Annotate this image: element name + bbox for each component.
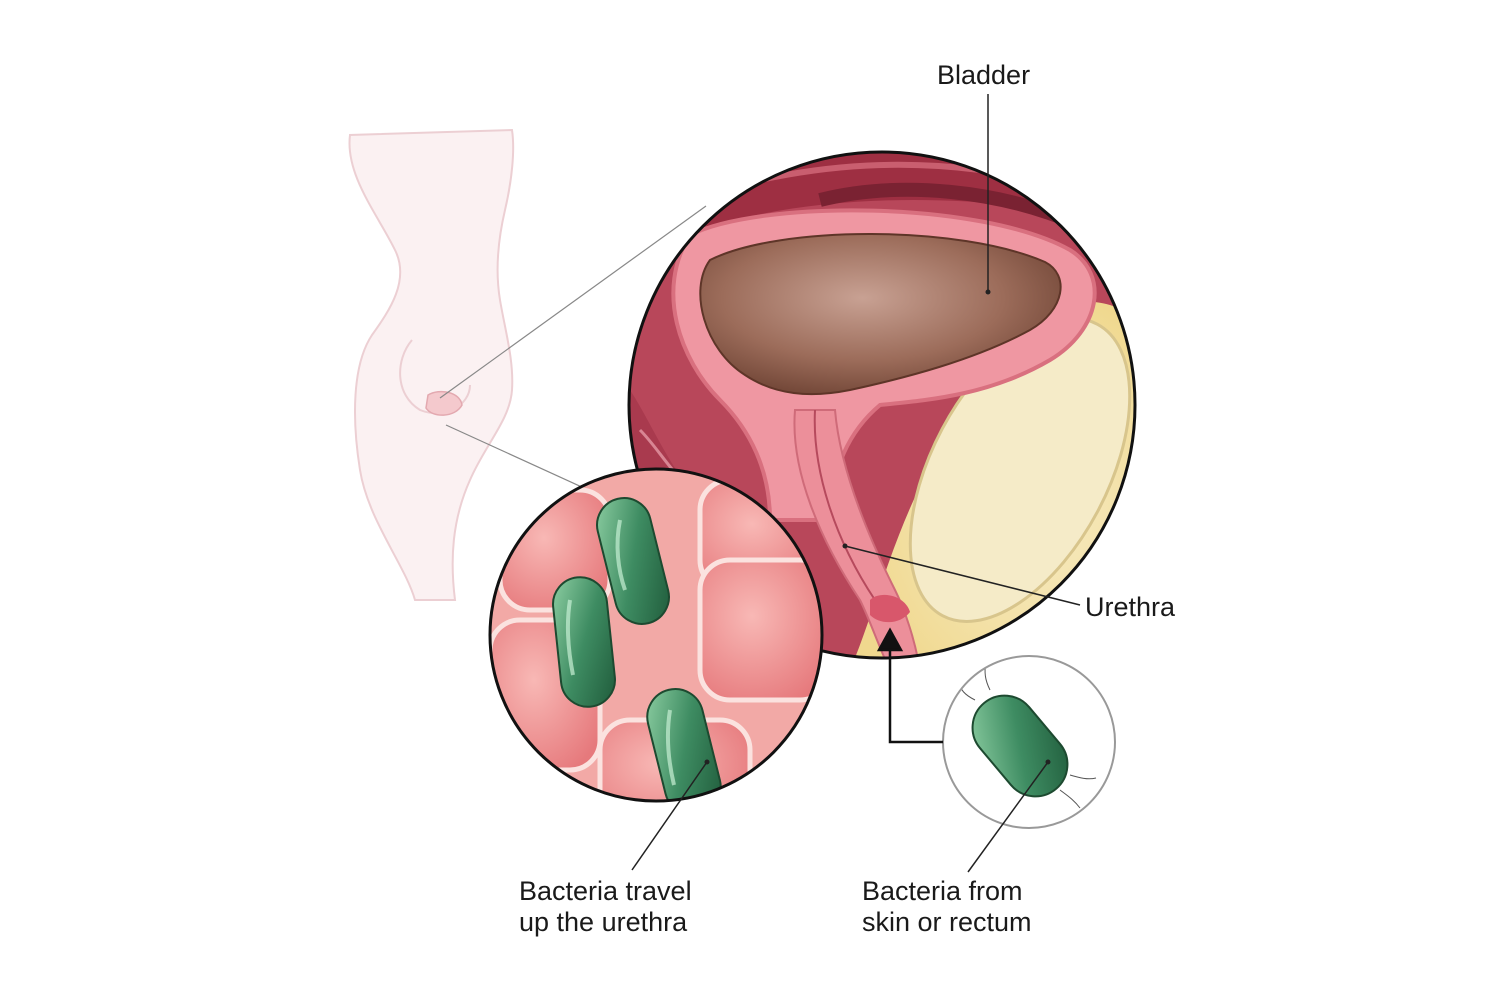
label-source-line2: skin or rectum — [862, 907, 1032, 937]
label-bladder: Bladder — [937, 60, 1030, 91]
entry-arrow — [876, 627, 943, 744]
leader-endpoints — [704, 289, 1051, 765]
label-source-line1: Bacteria from — [862, 876, 1023, 906]
bladder-magnified-view — [627, 150, 1137, 660]
label-leader-lines — [631, 94, 1081, 873]
body-silhouette — [348, 128, 515, 601]
label-bacteria-travel: Bacteria travel up the urethra — [519, 876, 692, 938]
label-travel-line2: up the urethra — [519, 907, 688, 937]
label-urethra: Urethra — [1085, 592, 1175, 623]
label-bacteria-source: Bacteria from skin or rectum — [862, 876, 1032, 938]
bacterium-source-view — [942, 655, 1116, 829]
label-travel-line1: Bacteria travel — [519, 876, 692, 906]
label-bladder-text: Bladder — [937, 60, 1031, 90]
label-urethra-text: Urethra — [1085, 592, 1176, 622]
